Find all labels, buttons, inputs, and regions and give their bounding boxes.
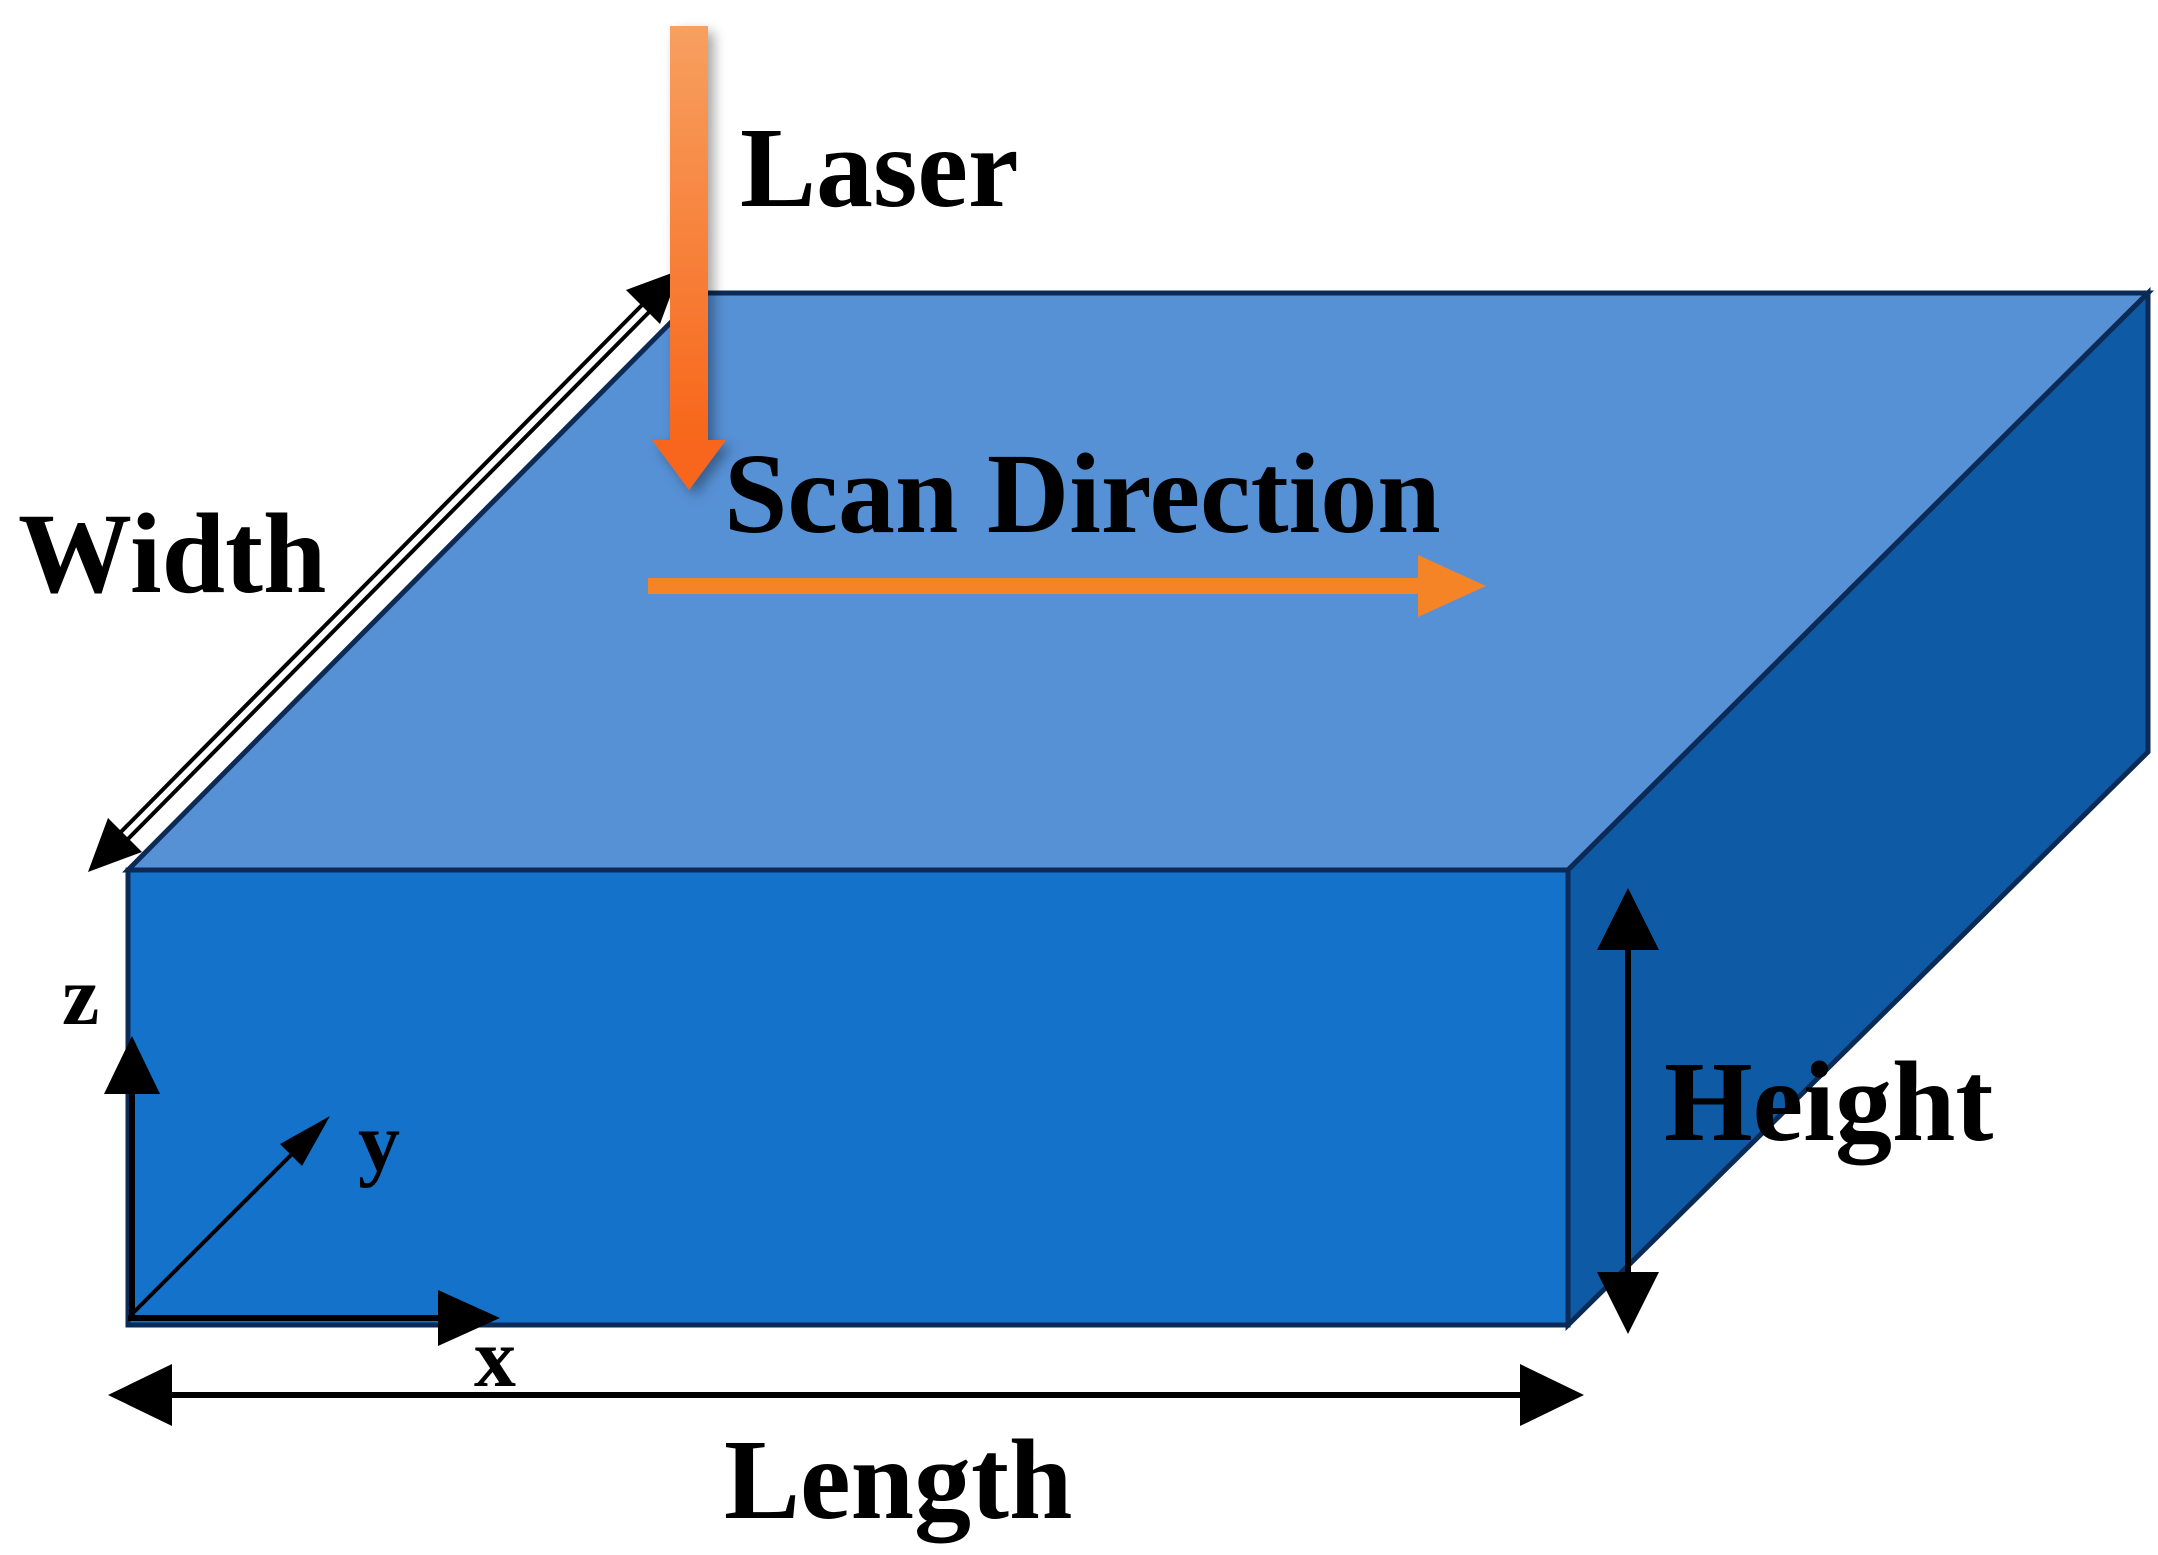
axis-x-label: x <box>474 1312 516 1405</box>
laser-label: Laser <box>740 104 1019 231</box>
coordinate-axes <box>104 1036 500 1346</box>
y-axis-arrowhead <box>280 1116 330 1166</box>
axis-y-label: y <box>358 1096 400 1189</box>
z-axis-arrowhead <box>104 1036 160 1094</box>
scan-direction-arrow <box>648 555 1486 617</box>
width-arrowhead-bottom <box>88 818 142 872</box>
width-dimension-arrow <box>88 270 680 872</box>
x-axis-arrowhead <box>438 1290 500 1346</box>
scan-direction-label: Scan Direction <box>724 430 1441 557</box>
length-dimension-arrow <box>108 1364 1584 1426</box>
axis-z-label: z <box>62 950 99 1043</box>
y-axis-line <box>130 1148 298 1316</box>
block-front-face <box>125 867 1571 1328</box>
width-arrowhead-top <box>626 270 680 324</box>
height-dimension-arrow <box>1597 888 1659 1334</box>
width-label: Width <box>18 490 326 617</box>
laser-beam-arrow <box>652 26 726 490</box>
length-label: Length <box>724 1416 1072 1543</box>
height-label: Height <box>1664 1038 1993 1165</box>
